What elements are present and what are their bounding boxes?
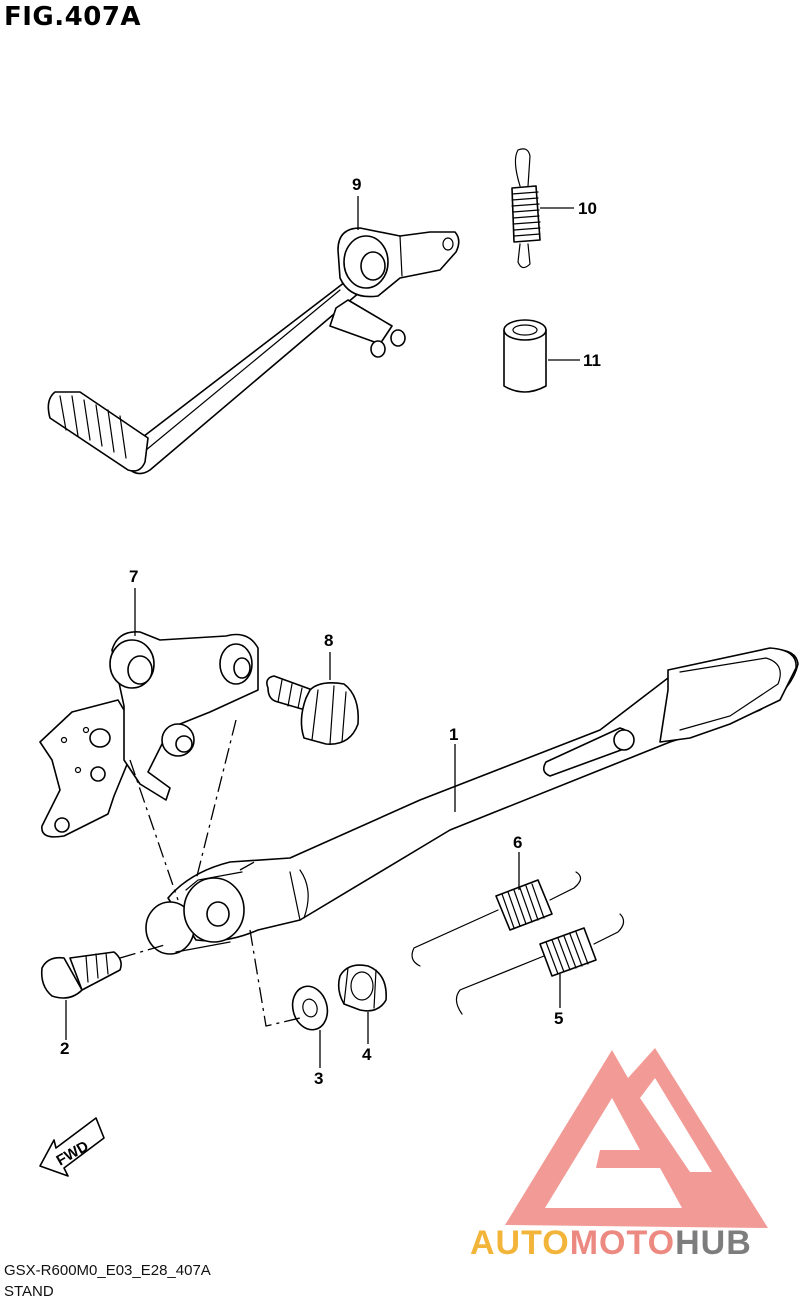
part-8-bolt (266, 675, 360, 745)
part-2-pivot-bolt (40, 951, 122, 999)
callout-5: 5 (554, 1009, 563, 1028)
callout-2: 2 (60, 1039, 69, 1058)
watermark-moto: MOTO (570, 1224, 675, 1262)
part-5-spring (455, 913, 625, 1015)
callouts: 9 10 11 7 8 1 6 5 2 3 4 (60, 175, 601, 1088)
callout-3: 3 (314, 1069, 323, 1088)
part-4-nut (337, 964, 387, 1012)
watermark-logo (505, 1048, 768, 1228)
part-6-spring (411, 871, 582, 967)
callout-4: 4 (362, 1045, 372, 1064)
fwd-direction-arrow: FWD (39, 1117, 105, 1177)
callout-7: 7 (129, 567, 138, 586)
callout-11: 11 (583, 351, 601, 370)
leader-lines (65, 196, 580, 1068)
callout-9: 9 (352, 175, 361, 194)
watermark-hub: HUB (675, 1224, 752, 1262)
model-code: GSX-R600M0_E03_E28_407A (4, 1262, 211, 1279)
part-9-pedal (47, 227, 460, 475)
part-1-side-stand (145, 647, 799, 955)
part-7-bracket (39, 631, 259, 838)
callout-8: 8 (324, 631, 333, 650)
watermark-text: AUTOMOTOHUB (470, 1224, 752, 1262)
part-10-spring (511, 148, 541, 269)
part-11-collar (503, 319, 547, 393)
section-name: STAND (4, 1283, 54, 1300)
callout-6: 6 (513, 833, 522, 852)
watermark-auto: AUTO (470, 1224, 570, 1262)
callout-1: 1 (449, 725, 458, 744)
callout-10: 10 (578, 199, 597, 218)
figure-title: FIG.407A (4, 2, 142, 32)
part-3-washer (291, 985, 329, 1031)
assembly-lines (119, 719, 301, 1027)
